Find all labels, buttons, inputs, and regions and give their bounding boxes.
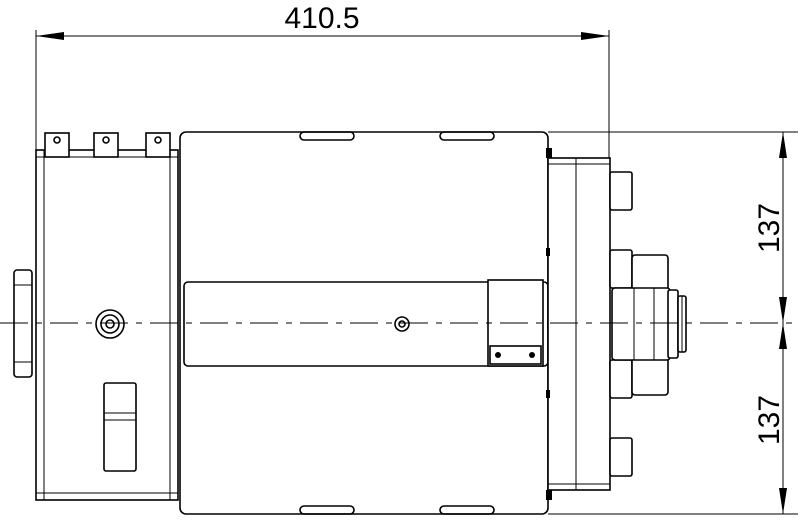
mounting-clip <box>44 132 70 158</box>
left-housing <box>35 132 179 501</box>
dimension-heights: 137 137 <box>548 131 798 515</box>
mounting-clip <box>145 132 171 158</box>
dimension-value-length: 410.5 <box>284 2 359 35</box>
mounting-clip <box>93 132 119 158</box>
flange-plate <box>546 148 611 500</box>
dimension-value-lower-height: 137 <box>753 395 786 445</box>
dimension-value-upper-height: 137 <box>753 203 786 253</box>
output-hub <box>611 254 687 396</box>
connector-block <box>103 382 137 472</box>
dimension-overall-length: 410.5 <box>35 2 610 158</box>
bolt-icon <box>95 309 125 339</box>
